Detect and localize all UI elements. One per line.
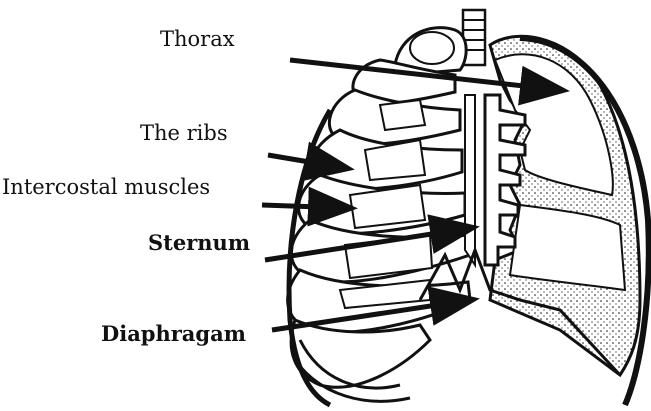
sternum-rib-attachments bbox=[465, 95, 525, 265]
intercostal-muscles-label: Intercostal muscles bbox=[2, 177, 210, 198]
ribs-label: The ribs bbox=[140, 123, 228, 144]
diaphragm-label: Diaphragam bbox=[101, 323, 246, 344]
intercostal-arrow bbox=[262, 205, 348, 208]
thorax-label: Thorax bbox=[160, 29, 235, 50]
sternum-label: Sternum bbox=[148, 232, 250, 253]
